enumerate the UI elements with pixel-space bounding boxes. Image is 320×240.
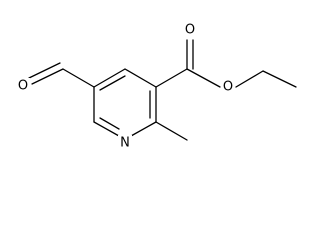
bond-c5-cho: [62, 68, 95, 88]
bond-ch2-ch3: [262, 70, 297, 88]
bond-cho-o: [31, 68, 64, 85]
bond-c4-c5-inner: [99, 75, 126, 91]
ring-nitrogen-label: N: [120, 136, 130, 151]
bond-c2-n1: [130, 121, 157, 137]
ethyl-ester-group: [155, 39, 297, 88]
bond-ester-o-ch2: [235, 70, 264, 88]
bond-carbonyl-ester-o: [186, 68, 221, 88]
chemical-structure: N O O O: [16, 22, 297, 151]
bond-c5-c4: [93, 68, 126, 88]
bond-c4-c3: [124, 68, 157, 88]
bond-c3-carbonyl: [155, 68, 188, 88]
ester-oxygen-label: O: [223, 80, 233, 95]
methyl-group: [155, 121, 188, 141]
carbonyl-oxygen-label: O: [185, 23, 195, 38]
formyl-group: [28, 62, 95, 88]
bond-n1-c6-inner: [99, 117, 120, 130]
aldehyde-oxygen-label: O: [18, 79, 28, 94]
bond-cho-o-double: [28, 62, 61, 79]
bond-c2-methyl: [155, 121, 188, 141]
bond-n1-c6: [93, 121, 120, 137]
atom-labels: N O O O: [16, 22, 235, 151]
pyridine-ring: [93, 68, 157, 137]
